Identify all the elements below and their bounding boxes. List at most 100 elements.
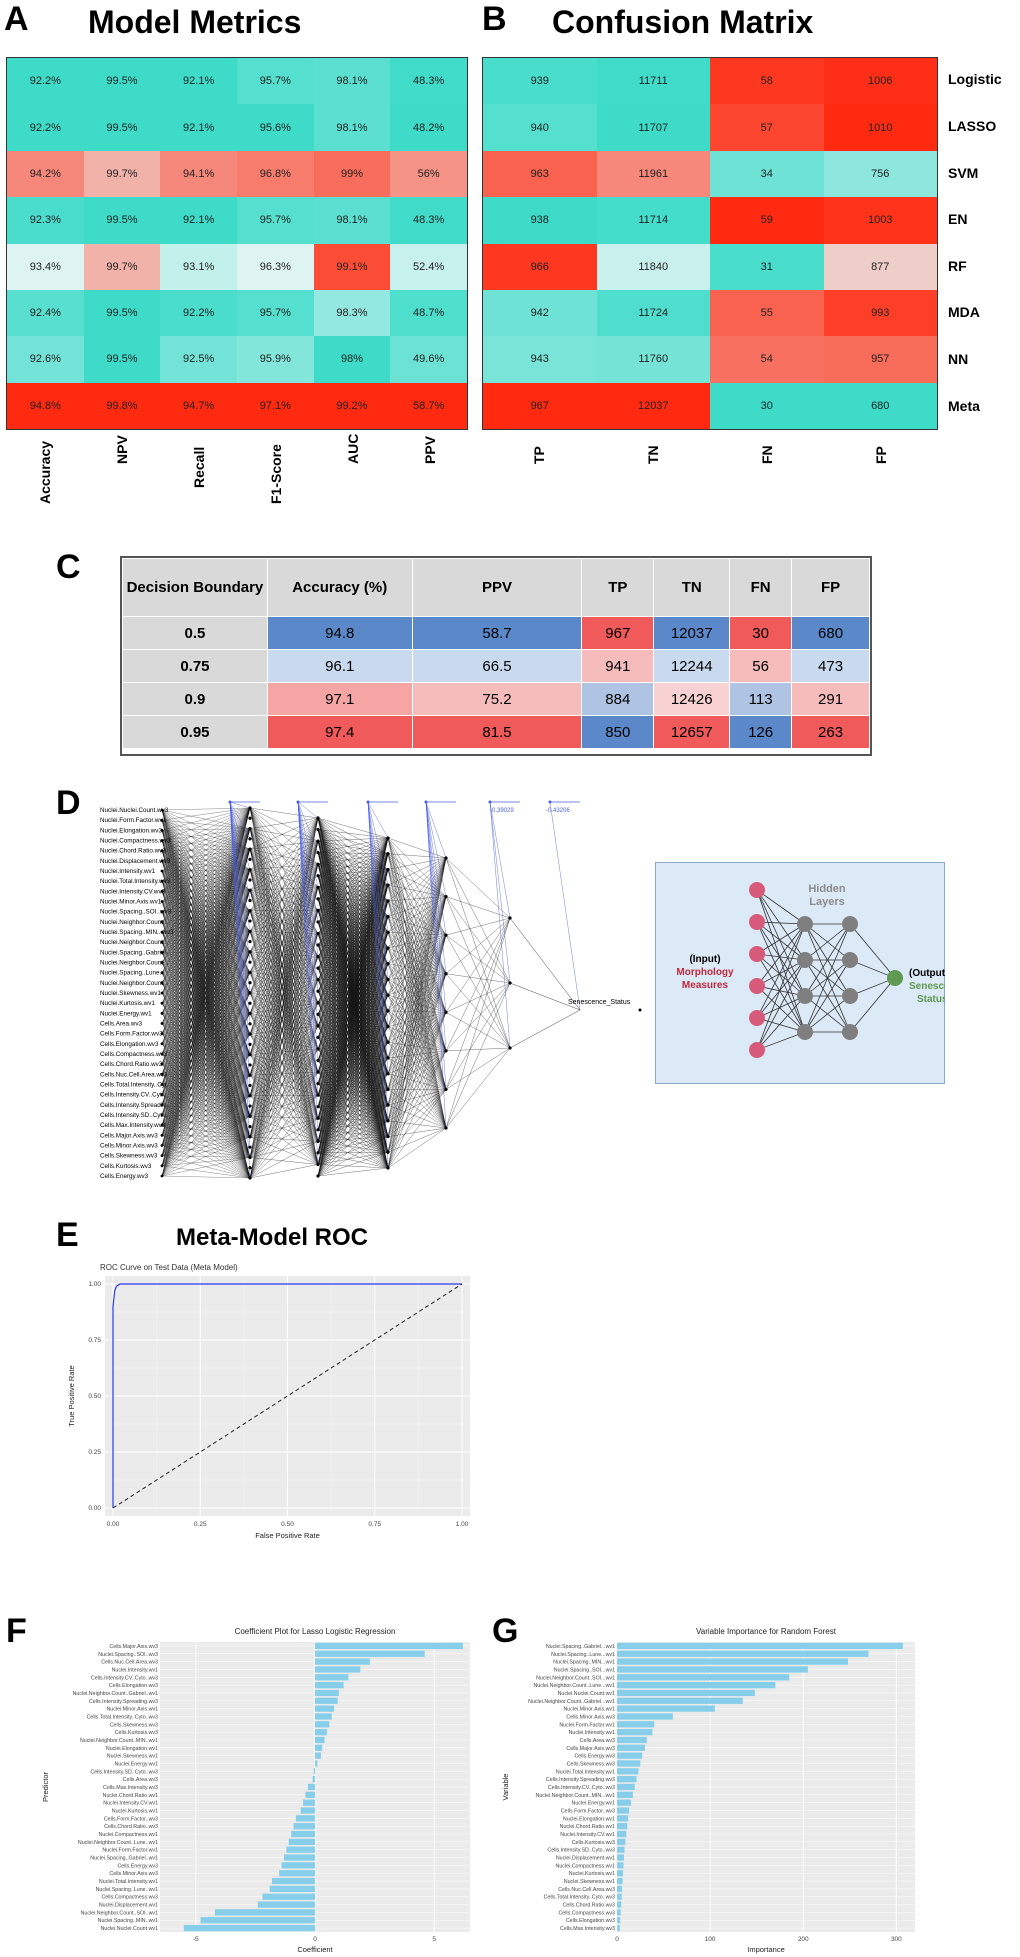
- nn-edge: [387, 853, 447, 974]
- nn-edge: [317, 898, 389, 980]
- roc-diagonal: [112, 1283, 463, 1509]
- nn-edge: [249, 933, 319, 1117]
- nn-input-node: [160, 849, 164, 853]
- nn-edge: [387, 837, 447, 936]
- nn-input-label: Nuclei.Kurtosis.wv1: [100, 1000, 155, 1007]
- nn-bias-edge: [229, 801, 251, 994]
- confusion-cell: 11714: [596, 197, 710, 244]
- nn-edge: [249, 887, 319, 932]
- nn-edge: [317, 1057, 389, 1177]
- schematic-edge: [756, 889, 806, 925]
- nn-input-node: [160, 808, 164, 812]
- nn-edge: [317, 944, 389, 949]
- nn-edge: [387, 1026, 447, 1129]
- confusion-cell: 680: [823, 382, 937, 429]
- nn-edge: [249, 956, 319, 1137]
- schematic-edge: [756, 995, 806, 1019]
- nn-bias-edge: [297, 801, 319, 922]
- schematic-edge: [756, 985, 806, 1033]
- metric-cell: 99.5%: [83, 197, 161, 244]
- nn-bias-edge: [367, 801, 389, 933]
- bar-category-label: Nuclei.Spacing..Gabriel..wv1: [90, 1856, 158, 1862]
- nn-hidden-node: [248, 847, 252, 851]
- nn-bias-edge: [297, 801, 319, 888]
- nn-edge: [317, 1152, 389, 1154]
- nn-edge: [317, 837, 389, 1153]
- nn-hidden-node: [386, 993, 390, 997]
- metric-column-label: Accuracy: [36, 440, 53, 504]
- bar: [279, 1870, 315, 1877]
- nn-bias-edge: [297, 801, 319, 992]
- nn-input-node: [160, 839, 164, 842]
- nn-edge: [249, 910, 319, 1055]
- nn-edge: [387, 896, 447, 1121]
- nn-edge: [161, 1034, 251, 1166]
- bar: [617, 1893, 622, 1900]
- nn-input-node: [160, 1113, 164, 1117]
- nn-edge: [161, 1136, 251, 1177]
- bar: [315, 1752, 321, 1759]
- bar: [617, 1885, 623, 1893]
- nn-edge: [387, 869, 447, 1013]
- bar-x-tick: 5: [432, 1936, 436, 1943]
- decision-boundary-cell: 58.7: [411, 616, 583, 650]
- nn-edge: [249, 841, 319, 932]
- bar-category-label: Nuclei.Elongation.wv1: [106, 1746, 158, 1752]
- nn-edge: [387, 857, 447, 901]
- nn-edge: [249, 828, 319, 865]
- nn-hidden-node: [316, 1128, 320, 1132]
- nn-edge: [387, 885, 447, 1013]
- bar: [272, 1877, 315, 1885]
- confusion-column-label: FN: [759, 445, 775, 464]
- nn-edge: [161, 807, 251, 1044]
- nn-edge: [317, 932, 389, 1153]
- nn-edge: [249, 848, 319, 888]
- bar-category-label: Cells.Intensity.CV..Cyto..wv3: [91, 1675, 158, 1681]
- confusion-cell: 30: [710, 382, 824, 429]
- decision-boundary-cell: 680: [791, 616, 870, 650]
- nn-edge: [161, 1075, 251, 1166]
- bar: [293, 1823, 315, 1830]
- nn-edge: [249, 956, 319, 1158]
- bar: [315, 1642, 463, 1650]
- nn-edge: [161, 951, 251, 1177]
- nn-edge: [249, 864, 319, 1117]
- bar-category-label: Nuclei.Kurtosis.wv1: [112, 1809, 158, 1815]
- nn-edge: [317, 837, 389, 1015]
- nn-edge: [317, 852, 389, 886]
- nn-edge: [317, 1105, 389, 1165]
- decision-boundary-header: Accuracy (%): [266, 558, 413, 617]
- nn-edge: [249, 887, 319, 1014]
- nn-edge: [317, 916, 389, 934]
- nn-hidden-node: [248, 1104, 252, 1108]
- nn-edge: [249, 1118, 319, 1179]
- nn-edge: [317, 963, 389, 969]
- metric-cell: 92.1%: [160, 104, 237, 151]
- nn-hidden-node: [508, 916, 512, 920]
- nn-edge: [317, 963, 389, 1003]
- nn-edge: [317, 932, 389, 1142]
- nn-hidden-node: [316, 874, 320, 878]
- bar: [200, 1917, 315, 1924]
- nn-hidden-node: [316, 827, 320, 832]
- nn-edge: [387, 896, 447, 1027]
- nn-edge: [161, 1054, 251, 1177]
- nn-edge: [317, 875, 389, 933]
- bar-category-label: Cells.Area.wv3: [123, 1777, 158, 1783]
- decision-boundary-cell: 0.95: [122, 715, 268, 749]
- metric-cell: 92.1%: [160, 197, 237, 244]
- nn-edge: [445, 1047, 511, 1052]
- nn-hidden-node: [248, 868, 252, 872]
- nn-edge: [387, 1057, 447, 1090]
- nn-edge: [161, 807, 251, 872]
- nn-edge: [317, 817, 389, 854]
- bar: [315, 1697, 338, 1704]
- confusion-cell: 943: [483, 336, 597, 383]
- nn-edge: [387, 1089, 447, 1129]
- nn-edge: [161, 807, 251, 943]
- bar-category-label: Cells.Intensity.SD..Cyto..wv3: [547, 1848, 615, 1854]
- schematic-hidden-node: [842, 1024, 858, 1040]
- nn-hidden-node: [316, 1082, 320, 1086]
- nn-bias-edge: [229, 801, 251, 901]
- nn-edge: [161, 890, 251, 1166]
